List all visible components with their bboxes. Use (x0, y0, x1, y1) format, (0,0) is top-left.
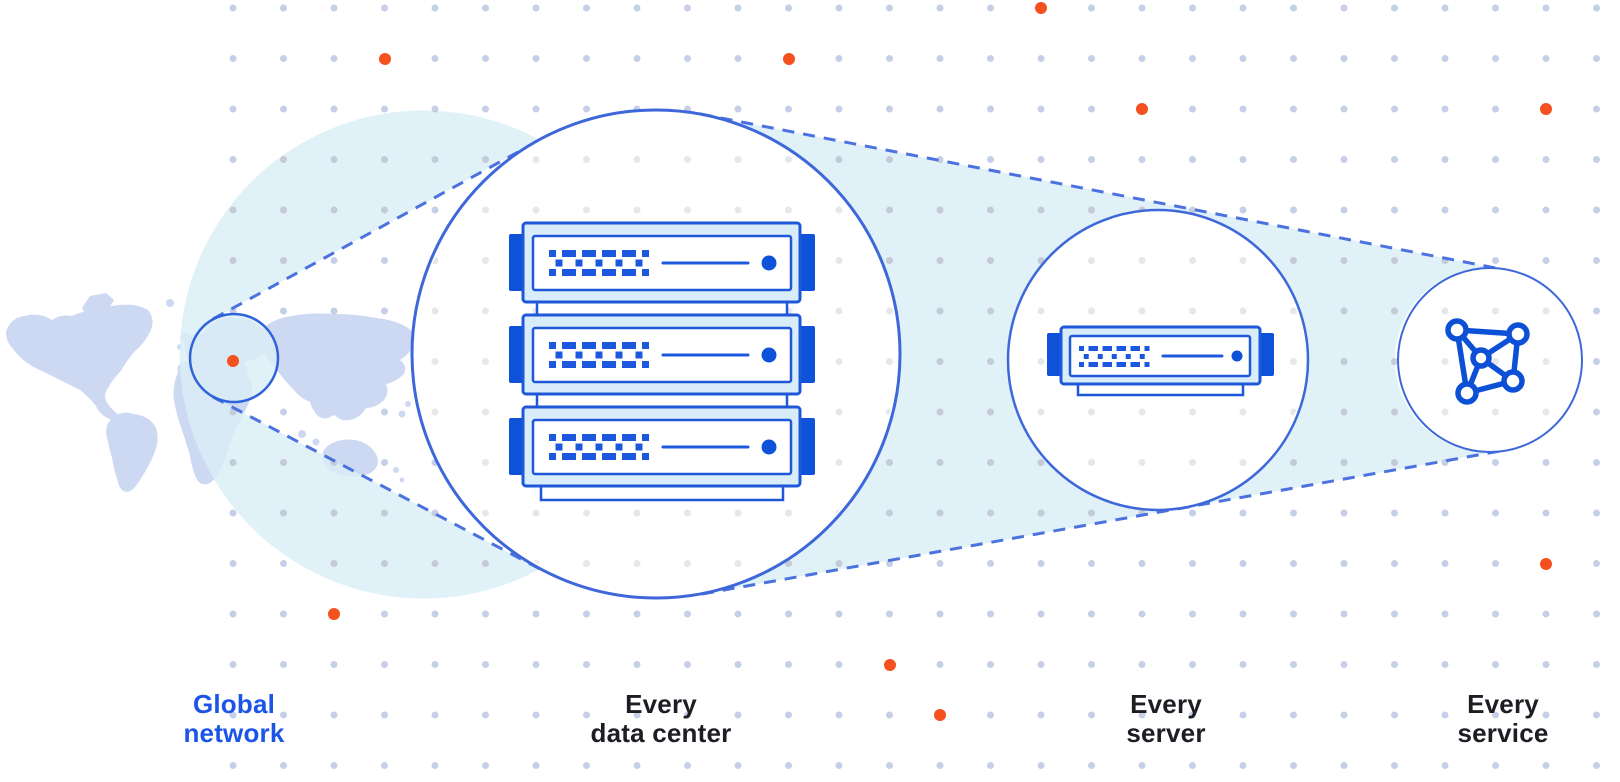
stage-label-line: service (1457, 718, 1549, 748)
led-pattern (1079, 346, 1150, 367)
map-focus-circle (188, 312, 280, 404)
stage-label-line: Every (1467, 689, 1539, 719)
accent-dot (1136, 103, 1148, 115)
accent-dot (934, 709, 946, 721)
server-stack-icon (509, 221, 815, 502)
accent-dot (884, 659, 896, 671)
zoom-cone-left (179, 110, 541, 599)
island-indonesia (298, 430, 306, 438)
server-ear (799, 234, 815, 291)
stage-label-line: Every (1130, 689, 1202, 719)
mesh-network-icon (1445, 318, 1530, 405)
continent-north-america (6, 304, 153, 420)
island-new-zealand (393, 467, 399, 473)
server-ear (799, 326, 815, 383)
server-led-dot (761, 439, 777, 455)
island-new-zealand (399, 477, 405, 483)
zoom-dashed-lines (212, 112, 1507, 596)
stage-label-line: server (1126, 718, 1206, 748)
server-ear (799, 418, 815, 475)
island-iceland (166, 299, 174, 307)
server-ear (1259, 333, 1274, 376)
stage-label-line: Global (192, 689, 276, 719)
label-global-network: Global network (114, 690, 354, 748)
server-ear (509, 418, 525, 475)
mesh-node (1501, 369, 1525, 393)
mesh-node (1470, 347, 1492, 369)
stage-label-line: data center (590, 718, 732, 748)
accent-dot (1035, 2, 1047, 14)
continent-south-america (106, 412, 158, 492)
island-indonesia (312, 438, 320, 446)
island-japan (405, 401, 411, 407)
accent-dot (1540, 103, 1552, 115)
accent-dots (227, 2, 1552, 721)
server-icon (1047, 325, 1274, 397)
led-pattern (549, 250, 649, 460)
accent-dot (227, 355, 239, 367)
mesh-node (1506, 322, 1530, 346)
server-ear (509, 234, 525, 291)
island-japan (398, 410, 406, 418)
server-led-dot (761, 347, 777, 363)
stage-label-line: Every (625, 689, 697, 719)
stage-label-line: network (183, 718, 285, 748)
accent-dot (379, 53, 391, 65)
mesh-node (1455, 381, 1479, 405)
label-every-data-center: Every data center (541, 690, 781, 748)
mesh-node (1445, 318, 1469, 342)
server-led-dot (761, 255, 777, 271)
accent-dot (1540, 558, 1552, 570)
accent-dot (328, 608, 340, 620)
server-ear (509, 326, 525, 383)
server-led-dot (1231, 350, 1243, 362)
dashed-line (701, 448, 1507, 596)
label-every-server: Every server (1046, 690, 1286, 748)
label-every-service: Every service (1383, 690, 1620, 748)
server-ear (1047, 333, 1062, 376)
accent-dot (783, 53, 795, 65)
continent-asia (260, 313, 415, 421)
dashed-line (699, 112, 1507, 272)
